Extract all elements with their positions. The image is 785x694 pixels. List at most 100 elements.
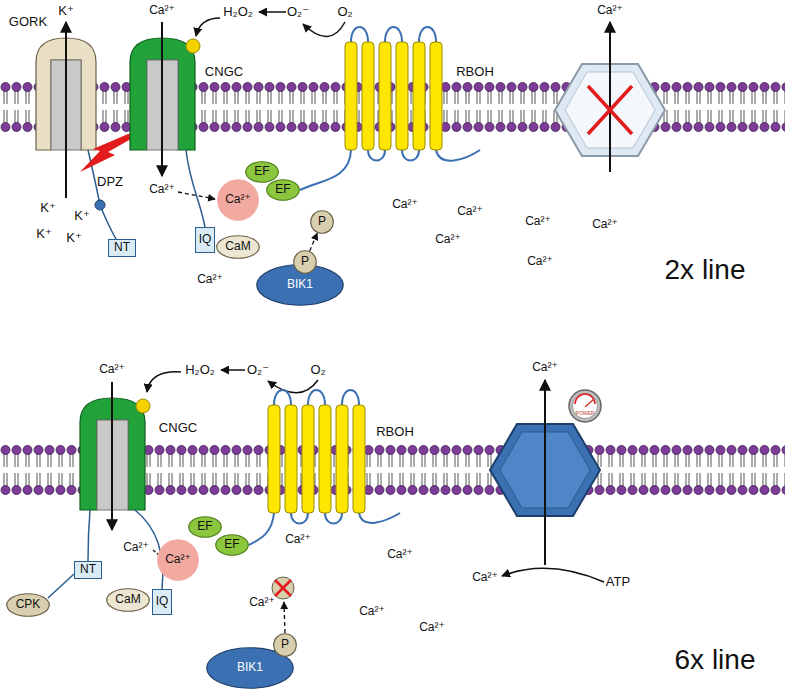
node-outline (294, 251, 317, 274)
panel-title: 6x line (675, 645, 756, 676)
node-text: Ca²⁺ (165, 553, 191, 566)
node-text: NT (80, 563, 96, 576)
ros-arrow (268, 380, 318, 393)
dashed-arrow (178, 192, 215, 199)
rboh-enzyme (379, 42, 391, 150)
kinase-oval: BIK1P (256, 264, 344, 306)
rboh-enzyme (308, 390, 325, 405)
phosphate-circle: P (273, 633, 297, 657)
rboh-enzyme (268, 405, 280, 513)
ros-arrow (221, 369, 245, 371)
node-text: EF (197, 520, 212, 533)
domain-box: IQ (152, 589, 173, 615)
ion-label: K⁺ (58, 4, 74, 18)
kinase-oval: BIK1P (206, 647, 294, 689)
cngc-channel (88, 510, 90, 561)
node-outline (267, 180, 300, 201)
inactive-pump (588, 86, 632, 134)
ion-label: Ca²⁺ (249, 596, 275, 609)
node-text: EF (275, 183, 290, 196)
inactive-pump (588, 86, 632, 134)
blocked-phosphate (275, 580, 291, 596)
ion-label: Ca²⁺ (525, 215, 551, 228)
active-pump (544, 380, 546, 565)
flux-arrow (65, 22, 67, 198)
node-outline (274, 634, 297, 657)
node-text: IQ (199, 233, 212, 246)
phosphate-circle: P (310, 210, 334, 234)
domain-oval: EF (245, 161, 279, 183)
rboh-enzyme (396, 42, 408, 150)
power-gauge (585, 399, 594, 407)
cngc-channel (48, 398, 163, 598)
enzyme-name: RBOH (456, 65, 494, 79)
dpz-bolt (80, 134, 138, 172)
rboh-enzyme (351, 27, 368, 42)
inhibitor-label: DPZ (97, 175, 123, 189)
node-text: CaM (225, 240, 250, 253)
domain-box: NT (108, 239, 136, 257)
ros-arrow (147, 372, 181, 392)
ros-arrow (303, 22, 345, 37)
node-outline (107, 589, 150, 612)
rboh-enzyme (291, 513, 308, 524)
rboh-enzyme (359, 513, 400, 523)
channel-name: CNGC (159, 421, 197, 435)
ros-label: O₂ (310, 363, 325, 377)
blocked-phosphate (272, 577, 294, 599)
rboh-enzyme (342, 390, 359, 405)
rboh-enzyme (249, 513, 274, 545)
ion-label: Ca²⁺ (527, 255, 553, 268)
protein-oval: CaM (216, 235, 260, 259)
power-gauge (569, 390, 601, 422)
node-text: EF (224, 538, 239, 551)
node-outline (216, 535, 249, 556)
channel-name: GORK (9, 15, 47, 29)
rboh-enzyme (285, 405, 297, 513)
power-gauge (569, 390, 601, 422)
ion-label: Ca²⁺ (419, 621, 445, 634)
gork-channel (36, 38, 116, 239)
node-text: NT (114, 241, 130, 254)
node-outline (246, 162, 279, 183)
ion-label: Ca²⁺ (387, 548, 413, 561)
ros-label: H₂O₂ (223, 5, 253, 19)
energy-label: ATP (606, 575, 630, 589)
protein-oval: CaM (106, 588, 150, 612)
node-text: Ca²⁺ (225, 193, 251, 206)
node-text: EF (254, 165, 269, 178)
domain-oval: EF (215, 534, 249, 556)
rboh-enzyme (345, 42, 357, 150)
rboh-enzyme (419, 27, 436, 42)
ros-arrow (259, 11, 286, 13)
blocked-phosphate (284, 602, 285, 633)
ion-circle: Ca²⁺ (217, 179, 259, 221)
ion-label: Ca²⁺ (123, 541, 149, 554)
rboh-enzyme (249, 390, 400, 545)
ros-arrow (196, 18, 220, 36)
phosphorylation-arrow (310, 233, 318, 251)
node-text: P (301, 255, 309, 268)
cngc-channel (186, 39, 200, 53)
ion-label: Ca²⁺ (149, 183, 175, 196)
panel-title: 2x line (665, 255, 746, 286)
ion-label: Ca²⁺ (392, 198, 418, 211)
node-text: BIK1 (237, 661, 263, 674)
lipid-bilayer (0, 82, 785, 132)
node-text: CPK (16, 598, 41, 611)
flux-arrow (161, 22, 163, 176)
domain-oval: EF (266, 179, 300, 201)
ion-label: Ca²⁺ (359, 605, 385, 618)
rboh-enzyme (336, 405, 348, 513)
flux-arrow (111, 382, 113, 530)
rboh-enzyme (362, 42, 374, 150)
rboh-enzyme (353, 405, 365, 513)
ion-label: K⁺ (40, 201, 56, 215)
inactive-pump (609, 22, 611, 172)
ion-label: K⁺ (66, 231, 82, 245)
enzyme-name: RBOH (376, 425, 414, 439)
rboh-enzyme (300, 150, 351, 190)
blocked-phosphate (275, 580, 291, 596)
node-outline (158, 540, 199, 581)
blocked-phosphate (272, 577, 294, 633)
